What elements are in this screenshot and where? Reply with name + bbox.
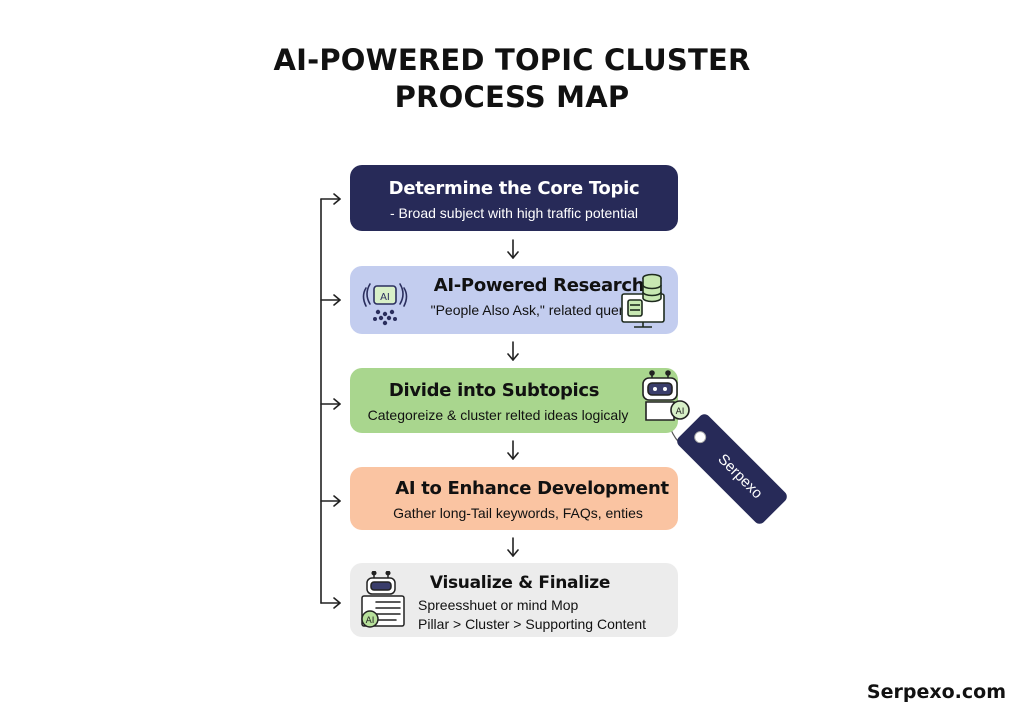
robot-icon: AI bbox=[642, 370, 690, 421]
branch-arrow-3 bbox=[320, 398, 341, 410]
step-heading: Determine the Core Topic bbox=[388, 178, 640, 199]
branch-arrow-5 bbox=[320, 597, 341, 609]
robot-document-icon: AI bbox=[361, 571, 405, 628]
ai-chip-label: AI bbox=[380, 292, 390, 303]
title-line-1: AI-POWERED TOPIC CLUSTER bbox=[273, 43, 751, 77]
step-divide-into-subtopics: Divide into Subtopics Categoreize & clus… bbox=[350, 368, 690, 433]
branch-arrow-4 bbox=[320, 495, 341, 507]
step-heading: AI to Enhance Development bbox=[395, 478, 669, 499]
down-arrow-4 bbox=[507, 537, 519, 557]
brand-footer: Serpexo.com bbox=[866, 681, 1006, 703]
robot-ai-badge: AI bbox=[676, 407, 685, 417]
step-description: Gather long-Tail keywords, FAQs, enties bbox=[393, 505, 643, 521]
step-description: Spreesshuet or mind Mop bbox=[418, 597, 579, 613]
step-visualize-finalize: Visualize & Finalize Spreesshuet or mind… bbox=[350, 563, 678, 637]
step-description: Categoreize & cluster relted ideas logic… bbox=[367, 407, 629, 423]
branch-arrow-2 bbox=[320, 294, 341, 306]
step-determine-core-topic: Determine the Core Topic - Broad subject… bbox=[350, 165, 678, 231]
down-arrow-3 bbox=[507, 440, 519, 460]
title-line-2: PROCESS MAP bbox=[394, 80, 630, 114]
step-heading: Divide into Subtopics bbox=[388, 380, 600, 401]
tag-hole bbox=[691, 428, 709, 446]
step-description: - Broad subject with high traffic potent… bbox=[390, 205, 638, 221]
step-description: "People Also Ask," related queries bbox=[430, 302, 642, 318]
step-ai-enhance-development: AI to Enhance Development Gather long-Ta… bbox=[350, 467, 678, 530]
database-monitor-icon bbox=[621, 273, 665, 328]
down-arrow-2 bbox=[507, 341, 519, 361]
step-heading: AI-Powered Research bbox=[433, 275, 645, 296]
diagram-title: AI-POWERED TOPIC CLUSTER PROCESS MAP bbox=[0, 42, 1024, 116]
ai-chip-brain-icon: AI bbox=[362, 283, 408, 326]
step-heading: Visualize & Finalize bbox=[429, 573, 611, 593]
down-arrow-1 bbox=[507, 239, 519, 259]
branch-arrow-1 bbox=[320, 193, 341, 205]
ai-doc-badge: AI bbox=[366, 616, 375, 626]
step-description-secondary: Pillar > Cluster > Supporting Content bbox=[418, 616, 647, 632]
step-ai-powered-research: AI-Powered Research "People Also Ask," r… bbox=[350, 266, 678, 334]
